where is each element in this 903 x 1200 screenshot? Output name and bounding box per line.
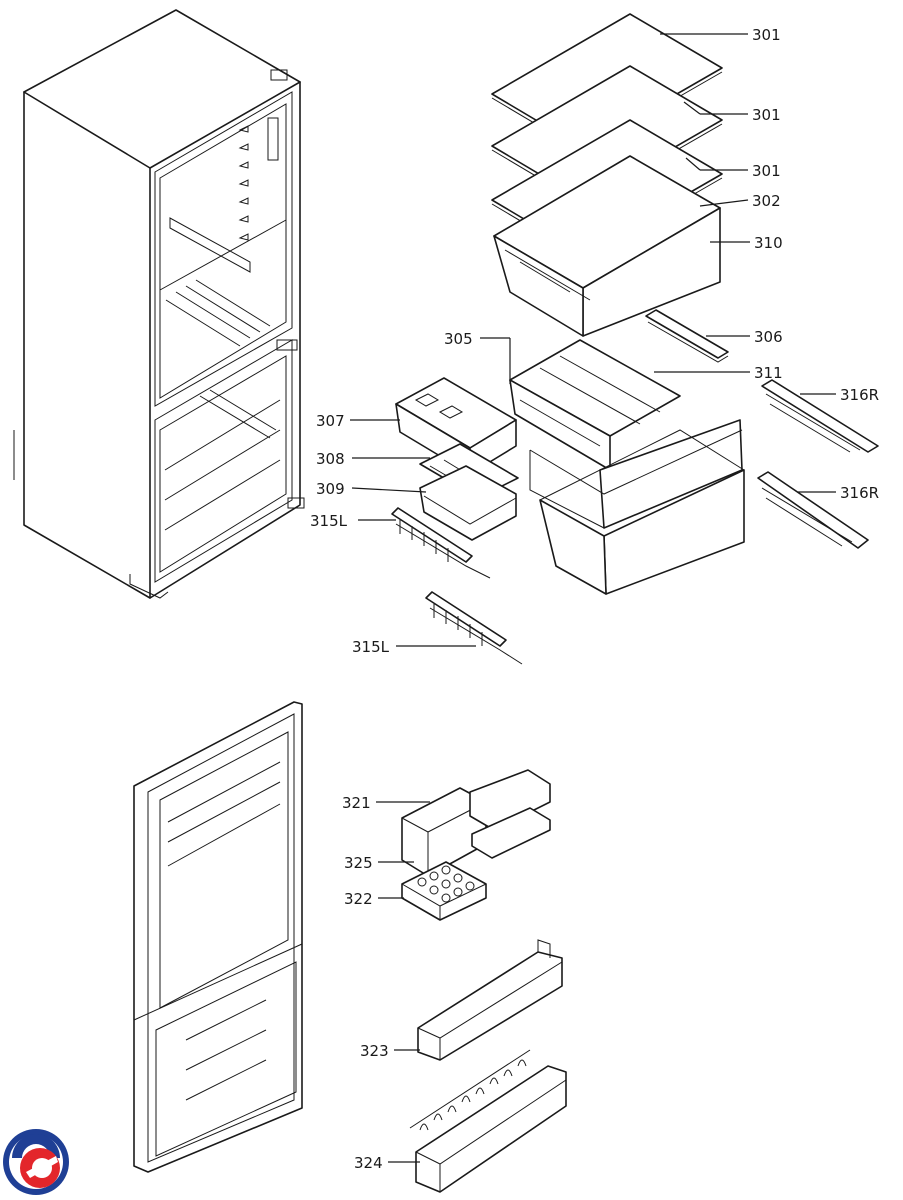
label-door-bin: 323: [360, 1042, 389, 1060]
label-bottle-bin: 324: [354, 1154, 383, 1172]
label-shelf-2: 301: [752, 106, 781, 124]
slide-rail-left-upper-part: [391, 507, 491, 579]
slide-rail-right-lower-part: [757, 471, 869, 549]
label-slide-rail-left-lower: 315L: [352, 638, 390, 656]
part-labels: 301 301 301 302 310 306 305 311 316R 316…: [310, 26, 879, 1172]
label-slide-rail-right-upper: 316R: [840, 386, 879, 404]
label-freezer-insert: 305: [444, 330, 473, 348]
label-ice-bin: 309: [316, 480, 345, 498]
label-slide-rail-left-upper: 315L: [310, 512, 348, 530]
egg-tray-part: [401, 861, 487, 921]
bottle-bin-part: [409, 1049, 567, 1193]
label-crisper-drawer: 310: [754, 234, 783, 252]
dairy-compartment-part: [401, 769, 551, 877]
label-freezer-drawer: 311: [754, 364, 783, 382]
label-crisper-rail: 306: [754, 328, 783, 346]
label-shelf-cover: 302: [752, 192, 781, 210]
label-dairy-compartment: 321: [342, 794, 371, 812]
label-ice-maker-frame: 307: [316, 412, 345, 430]
ice-bin-part: [419, 465, 517, 541]
freezer-drawer-lower: [539, 429, 745, 595]
door-bin-part: [417, 939, 563, 1061]
brand-logo: [3, 1129, 69, 1195]
label-slide-rail-right-lower: 316R: [840, 484, 879, 502]
label-shelf-3: 301: [752, 162, 781, 180]
crisper-rail-part: [645, 309, 729, 363]
slide-rail-left-lower-part: [425, 591, 523, 665]
label-egg-tray-lid: 325: [344, 854, 373, 872]
leader-lines: [350, 33, 836, 1163]
crisper-drawer-part: [493, 155, 721, 337]
label-egg-tray: 322: [344, 890, 373, 908]
slide-rail-right-upper-part: [761, 379, 879, 453]
label-shelf-1: 301: [752, 26, 781, 44]
refrigerator-door: [133, 701, 303, 1173]
label-ice-tray: 308: [316, 450, 345, 468]
refrigerator-cabinet: [13, 9, 305, 599]
